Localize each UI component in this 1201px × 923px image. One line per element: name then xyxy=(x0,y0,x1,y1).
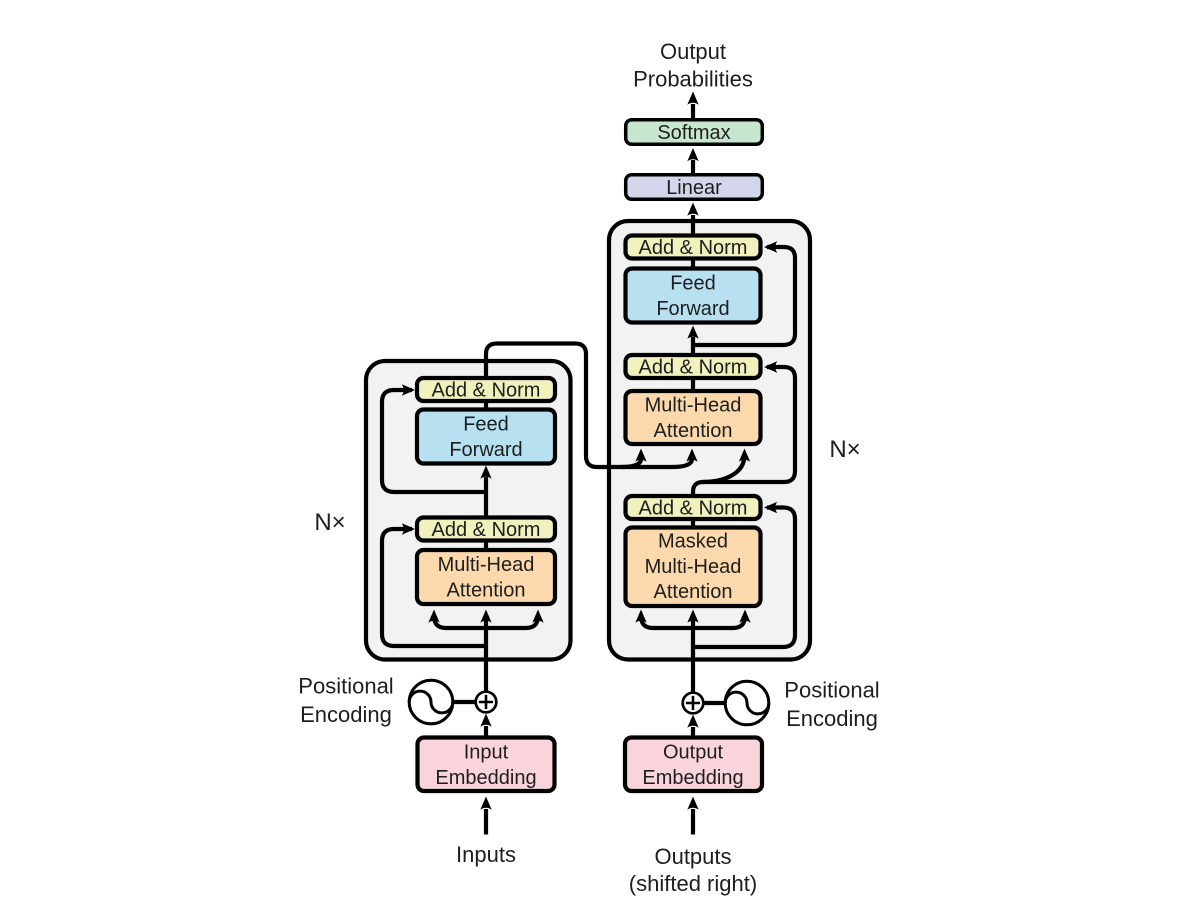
svg-text:Inputs: Inputs xyxy=(456,842,516,867)
svg-text:Feed: Feed xyxy=(463,414,509,436)
svg-text:Attention: Attention xyxy=(447,580,526,602)
svg-text:Softmax: Softmax xyxy=(657,122,730,144)
svg-text:Multi-Head: Multi-Head xyxy=(645,556,742,578)
svg-text:Embedding: Embedding xyxy=(642,767,743,789)
svg-text:Add & Norm: Add & Norm xyxy=(639,497,748,519)
svg-text:Probabilities: Probabilities xyxy=(633,67,753,92)
svg-text:Add & Norm: Add & Norm xyxy=(432,379,541,401)
svg-text:Add & Norm: Add & Norm xyxy=(432,519,541,541)
svg-text:Multi-Head: Multi-Head xyxy=(645,395,742,417)
svg-text:Attention: Attention xyxy=(654,581,733,603)
svg-text:Add & Norm: Add & Norm xyxy=(639,237,748,259)
svg-text:N×: N× xyxy=(314,509,345,536)
svg-text:Forward: Forward xyxy=(656,298,729,320)
svg-text:Add & Norm: Add & Norm xyxy=(639,356,748,378)
svg-text:Input: Input xyxy=(464,742,509,764)
svg-text:N×: N× xyxy=(829,436,860,463)
svg-text:Output: Output xyxy=(663,742,723,764)
svg-text:Encoding: Encoding xyxy=(786,706,878,731)
svg-text:Outputs: Outputs xyxy=(654,844,731,869)
svg-text:(shifted right): (shifted right) xyxy=(629,871,757,896)
svg-text:Linear: Linear xyxy=(666,177,722,199)
svg-text:Positional: Positional xyxy=(784,678,879,703)
svg-text:Positional: Positional xyxy=(298,674,393,699)
svg-text:Feed: Feed xyxy=(670,273,716,295)
svg-text:Output: Output xyxy=(660,39,726,64)
svg-text:Masked: Masked xyxy=(658,531,728,553)
svg-text:Attention: Attention xyxy=(654,420,733,442)
svg-text:Forward: Forward xyxy=(449,439,522,461)
svg-text:Embedding: Embedding xyxy=(435,767,536,789)
svg-text:Multi-Head: Multi-Head xyxy=(438,554,535,576)
svg-text:Encoding: Encoding xyxy=(300,702,392,727)
